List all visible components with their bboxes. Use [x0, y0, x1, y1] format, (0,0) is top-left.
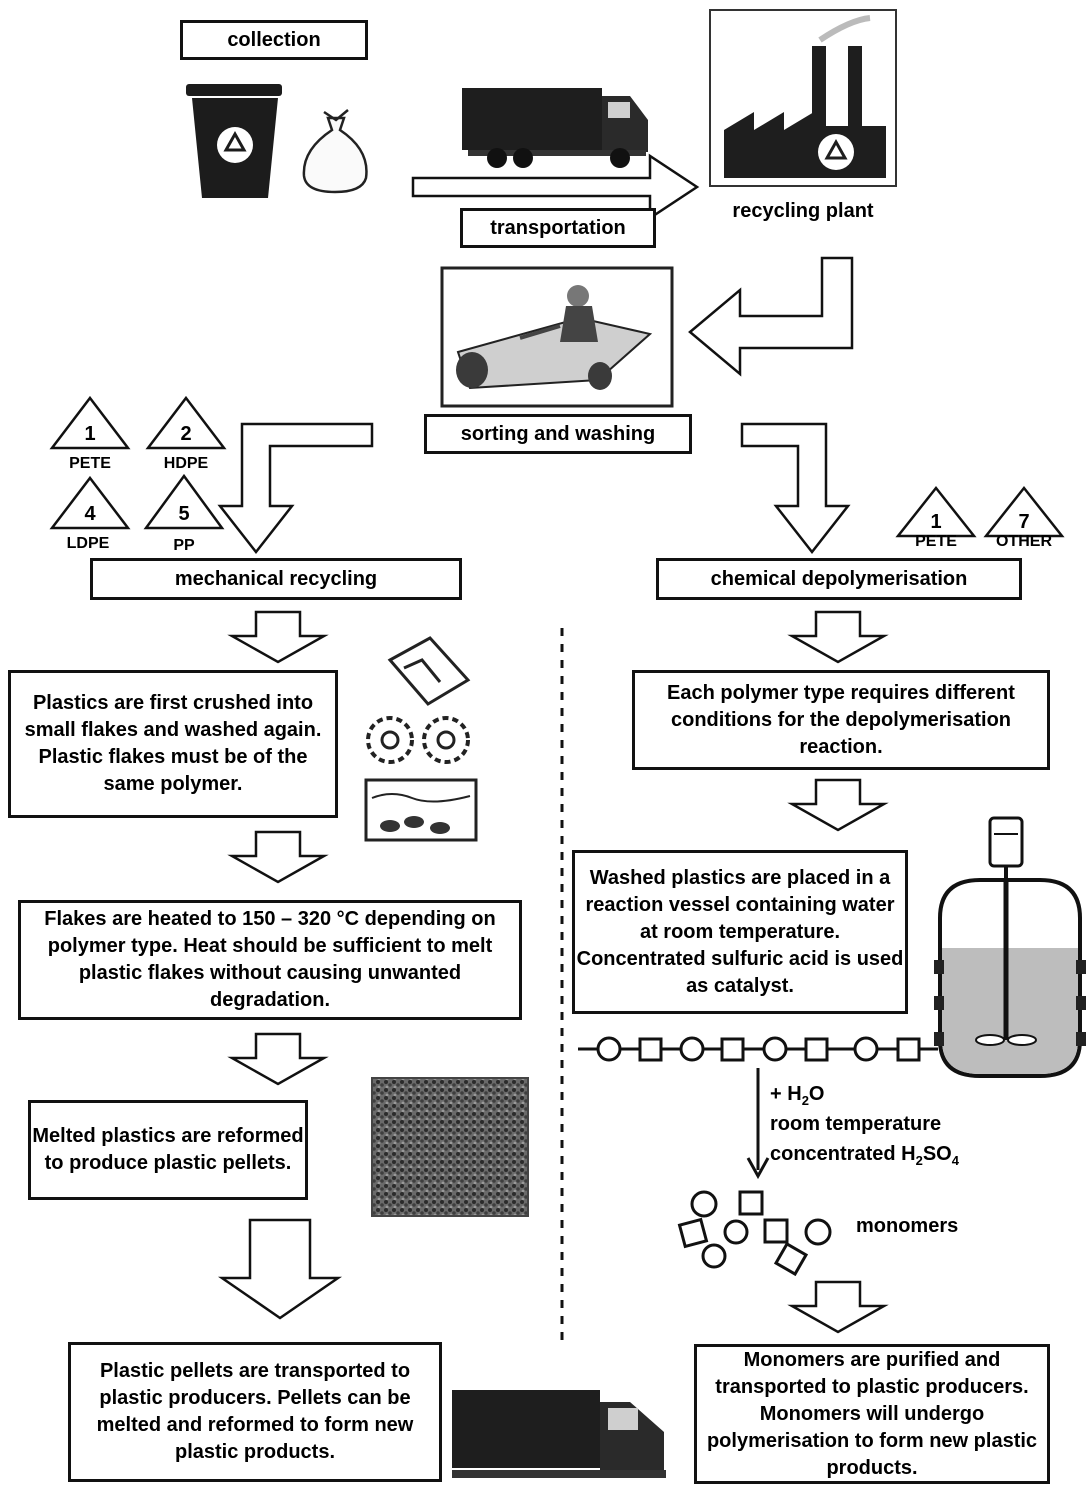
cond-acid-main: concentrated H	[770, 1143, 916, 1165]
branch-arrow-left	[217, 422, 374, 555]
resin-triangle-4	[49, 475, 131, 530]
down-arrow-mech-1	[227, 610, 329, 664]
mechanical-title-box: mechanical recycling	[90, 558, 462, 600]
down-arrow-mech-3	[227, 1032, 329, 1086]
down-arrow-chem-1	[787, 610, 889, 664]
down-arrow-mech-2	[227, 830, 329, 884]
svg-text:+ H2O: + H2O	[770, 1083, 824, 1108]
code-num-4: 4	[84, 503, 96, 525]
mechanical-step3-box: Melted plastics are reformed to produce …	[28, 1100, 308, 1200]
resin-triangle-2	[145, 395, 227, 450]
chemical-step1-box: Each polymer type requires different con…	[632, 670, 1050, 770]
resin-triangle-5	[143, 473, 225, 530]
svg-text:concentrated H2SO4: concentrated H2SO4	[770, 1143, 960, 1168]
code-label-hdpe: HDPE	[164, 455, 209, 472]
collection-label: collection	[227, 28, 321, 51]
cond-acid-sub2: 4	[952, 1153, 960, 1168]
code-num-5: 5	[178, 503, 189, 525]
down-arrow-chem-3	[787, 1280, 889, 1334]
code-num-1-right: 1	[930, 511, 941, 533]
mechanical-title: mechanical recycling	[174, 567, 378, 590]
code-label-other: OTHER	[996, 533, 1052, 550]
cond-h2o-main: + H	[770, 1083, 802, 1105]
cond-h2o-tail: O	[809, 1083, 825, 1105]
chemical-step1-text: Each polymer type requires different con…	[667, 681, 1015, 758]
cond-acid-sub1: 2	[916, 1153, 923, 1168]
cond-acid-mid: SO	[923, 1143, 952, 1165]
code-label-pete-right: PETE	[915, 533, 957, 550]
code-num-2: 2	[180, 423, 191, 445]
mechanical-step3-text: Melted plastics are reformed to produce …	[32, 1125, 304, 1174]
transportation-box: transportation	[460, 208, 656, 248]
sorting-box: sorting and washing	[424, 414, 692, 454]
chemical-title: chemical depolymerisation	[710, 567, 968, 590]
chemical-step3-text: Monomers are purified and transported to…	[706, 1348, 1038, 1479]
resin-triangle-7	[983, 485, 1065, 538]
collection-box: collection	[180, 20, 368, 60]
code-num-1-left: 1	[84, 423, 95, 445]
mechanical-step4-text: Plastic pellets are transported to plast…	[96, 1360, 414, 1463]
down-arrow-chem-2	[787, 778, 889, 832]
cond-room-temp: room temperature	[770, 1113, 941, 1135]
transportation-label: transportation	[490, 216, 626, 239]
recycling-plant-label: recycling plant	[732, 200, 874, 222]
monomers-label: monomers	[856, 1215, 958, 1237]
code-label-pp: PP	[173, 537, 195, 554]
chemical-title-box: chemical depolymerisation	[656, 558, 1022, 600]
mechanical-step4-box: Plastic pellets are transported to plast…	[68, 1342, 442, 1482]
code-num-7: 7	[1018, 511, 1029, 533]
mechanical-step2-box: Flakes are heated to 150 – 320 °C depend…	[18, 900, 522, 1020]
chemical-step2-box: Washed plastics are placed in a reaction…	[572, 850, 908, 1014]
mechanical-step2-text: Flakes are heated to 150 – 320 °C depend…	[44, 908, 496, 1011]
mechanical-step1-text: Plastics are first crushed into small fl…	[24, 692, 322, 795]
code-label-pete-left: PETE	[69, 455, 111, 472]
code-label-ldpe: LDPE	[67, 535, 110, 552]
cond-h2o-sub: 2	[802, 1093, 809, 1108]
chemical-step2-text: Washed plastics are placed in a reaction…	[576, 866, 904, 997]
resin-triangle-1-right	[895, 485, 977, 538]
resin-triangle-1-left	[49, 395, 131, 450]
chemical-step3-box: Monomers are purified and transported to…	[694, 1344, 1050, 1484]
mechanical-step1-box: Plastics are first crushed into small fl…	[8, 670, 338, 818]
branch-arrow-right	[740, 422, 851, 555]
sorting-label: sorting and washing	[460, 422, 656, 445]
down-arrow-mech-4	[217, 1218, 343, 1320]
